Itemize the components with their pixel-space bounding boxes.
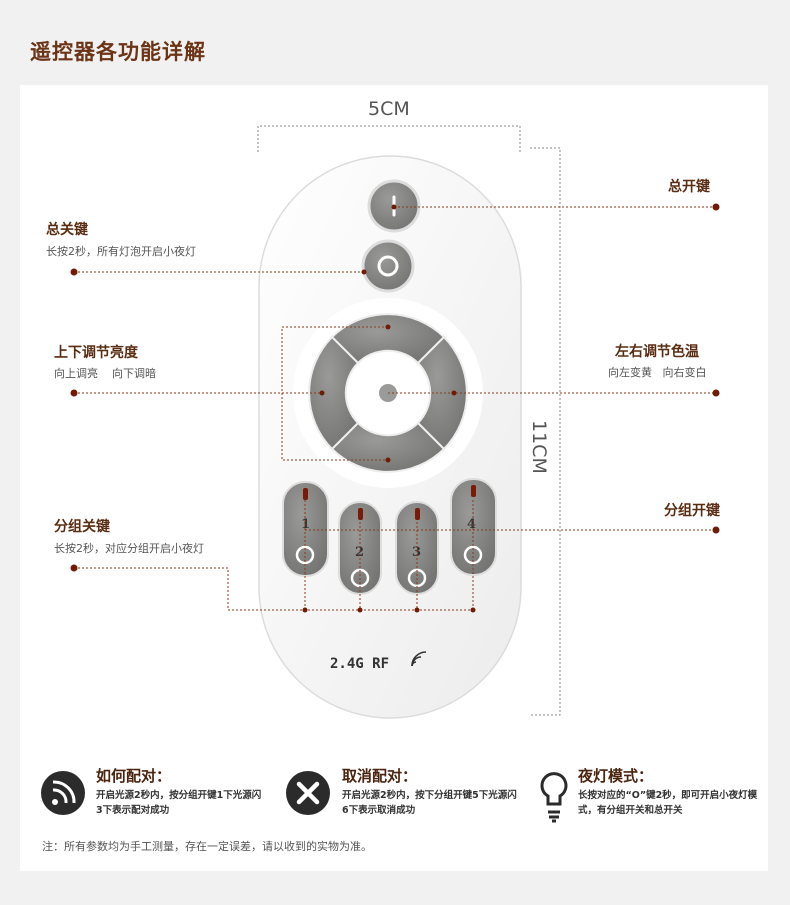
wifi-signal-icon [41, 771, 85, 815]
dimension-guides [257, 125, 561, 716]
unpair-title: 取消配对： [342, 767, 418, 785]
group-on-label: 分组开键 [664, 503, 720, 519]
brightness-label: 上下调节亮度 [54, 345, 138, 361]
total-off-label: 总关键 [46, 222, 88, 238]
dpad-left-button[interactable] [308, 335, 360, 451]
footnote: 注：所有参数均为手工测量，存在一定误差，请以收到的实物为准。 [42, 840, 372, 853]
width-dimension: 5CM [368, 98, 410, 120]
group-off-label: 分组关键 [54, 519, 110, 535]
total-switch-label: 总开键 [668, 179, 710, 195]
light-bulb-icon [540, 772, 568, 823]
close-x-icon [286, 771, 330, 815]
brand-label: 2.4G RF [330, 656, 389, 672]
brightness-desc: 向上调亮 向下调暗 [54, 367, 156, 380]
leader-lines [74, 206, 716, 611]
night-mode-text: 长按对应的“O”键2秒，即可开启小夜灯模式，有分组开关和总开关 [578, 790, 758, 816]
total-off-desc: 长按2秒，所有灯泡开启小夜灯 [46, 245, 196, 258]
color-temp-desc: 向左变黄 向右变白 [608, 366, 707, 379]
group-1-label: 1 [301, 517, 310, 532]
page-title: 遥控器各功能详解 [30, 40, 206, 64]
group-4-label: 4 [467, 517, 476, 532]
group-2-label: 2 [355, 545, 364, 560]
wireless-icon [411, 651, 427, 667]
group-4-button[interactable]: 4 [450, 478, 497, 576]
pair-text: 开启光源2秒内，按分组开键1下光源闪3下表示配对成功 [96, 790, 262, 816]
leader-dots [70, 203, 720, 613]
dpad [293, 298, 483, 488]
color-temp-label: 左右调节色温 [615, 344, 699, 360]
unpair-text: 开启光源2秒内，按下分组开键5下光源闪6下表示取消成功 [342, 790, 517, 816]
group-off-desc: 长按2秒，对应分组开启小夜灯 [54, 542, 204, 555]
group-3-label: 3 [412, 545, 421, 560]
night-mode-title: 夜灯模式： [578, 767, 654, 785]
height-dimension: 11CM [528, 420, 550, 474]
pair-title: 如何配对： [96, 767, 172, 785]
total-off-button[interactable] [361, 239, 415, 293]
